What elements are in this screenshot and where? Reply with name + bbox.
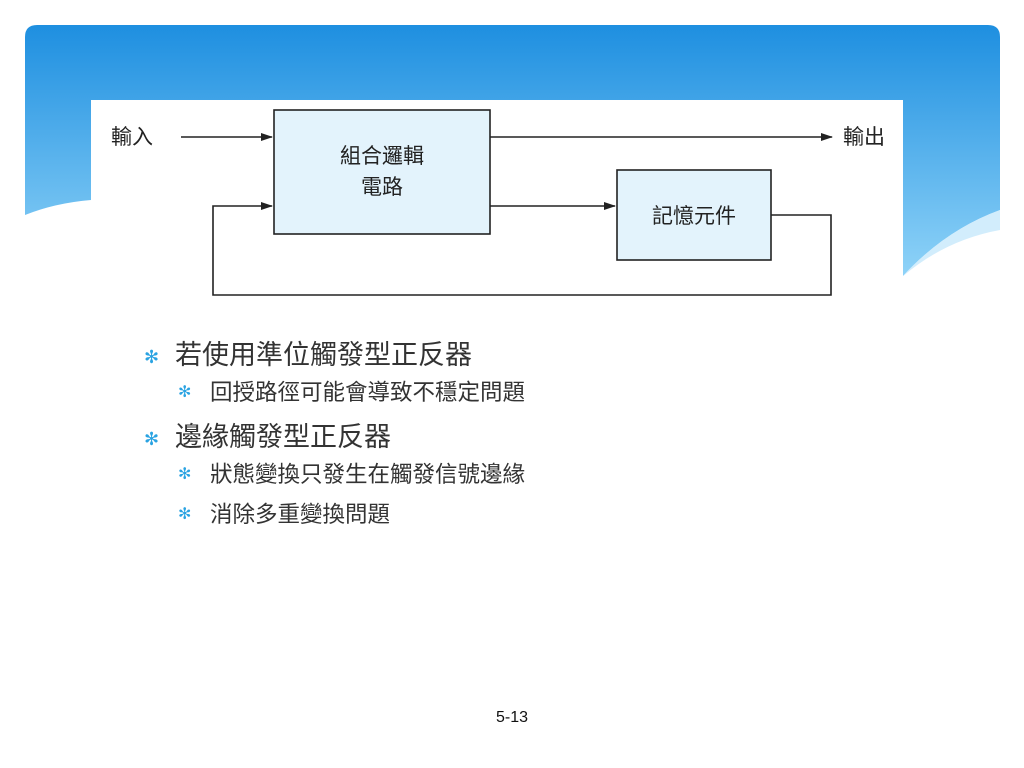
- asterisk-bullet-icon: ✻: [144, 347, 160, 368]
- output-label: 輸出: [843, 125, 885, 149]
- sub-bullet-item-feedback-instability: ✻ 回授路徑可能會導致不穩定問題: [140, 378, 920, 408]
- asterisk-bullet-icon: ✻: [178, 382, 192, 401]
- memory-element-label: 記憶元件: [652, 204, 736, 228]
- combinational-logic-label-line2: 電路: [361, 175, 403, 199]
- memory-element-box: [616, 169, 772, 261]
- bullet-list: ✻ 若使用準位觸發型正反器 ✻ 回授路徑可能會導致不穩定問題 ✻ 邊緣觸發型正反…: [140, 338, 920, 542]
- combinational-logic-label-line1: 組合邏輯: [340, 144, 424, 168]
- combinational-logic-box: [273, 109, 491, 235]
- input-label: 輸入: [111, 125, 153, 149]
- asterisk-bullet-icon: ✻: [178, 504, 192, 523]
- asterisk-bullet-icon: ✻: [178, 464, 192, 483]
- sub-bullet-item-eliminate-multiple-transitions: ✻ 消除多重變換問題: [140, 500, 920, 530]
- bullet-item-edge-triggered: ✻ 邊緣觸發型正反器: [140, 420, 920, 456]
- feedback-path: [212, 202, 832, 296]
- block-diagram-svg: 輸入 組合邏輯 電路 輸出 記憶元件: [111, 109, 885, 296]
- sub-bullet-text: 回授路徑可能會導致不穩定問題: [210, 380, 526, 406]
- page-number: 5-13: [495, 709, 529, 726]
- bullet-text: 邊緣觸發型正反器: [175, 422, 391, 453]
- bullet-item-level-sensitive: ✻ 若使用準位觸發型正反器: [140, 338, 920, 374]
- header-wave-highlight: [902, 210, 1000, 277]
- sub-bullet-text: 消除多重變換問題: [210, 502, 391, 528]
- sub-bullet-item-state-change-at-edge: ✻ 狀態變換只發生在觸發信號邊緣: [140, 460, 920, 490]
- block-diagram: 輸入 組合邏輯 電路 輸出 記憶元件: [91, 100, 903, 300]
- asterisk-bullet-icon: ✻: [144, 429, 160, 450]
- sub-bullet-text: 狀態變換只發生在觸發信號邊緣: [210, 462, 526, 488]
- bullet-text: 若使用準位觸發型正反器: [175, 340, 472, 371]
